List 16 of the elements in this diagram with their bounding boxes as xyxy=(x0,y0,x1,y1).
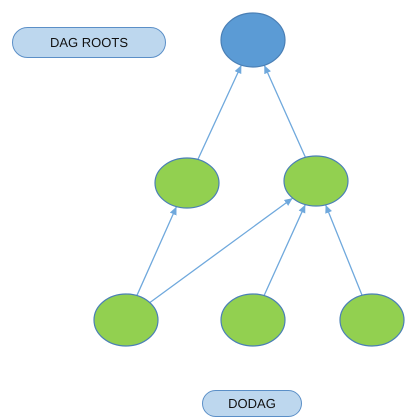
arrow xyxy=(325,204,363,296)
arrow xyxy=(136,206,178,296)
pill-label: DAG ROOTS xyxy=(50,35,128,50)
arrow xyxy=(264,65,306,158)
node-circle xyxy=(93,293,159,347)
label-pill xyxy=(202,390,302,417)
node-circle xyxy=(220,293,286,347)
node-circle xyxy=(283,155,349,207)
node-circle xyxy=(154,157,220,209)
arrow xyxy=(197,64,242,160)
label-pill xyxy=(12,27,166,58)
node-circle xyxy=(220,12,286,68)
pill-label: DODAG xyxy=(228,396,276,411)
arrow xyxy=(263,204,306,296)
node-circle xyxy=(339,293,405,347)
arrow xyxy=(149,198,294,304)
